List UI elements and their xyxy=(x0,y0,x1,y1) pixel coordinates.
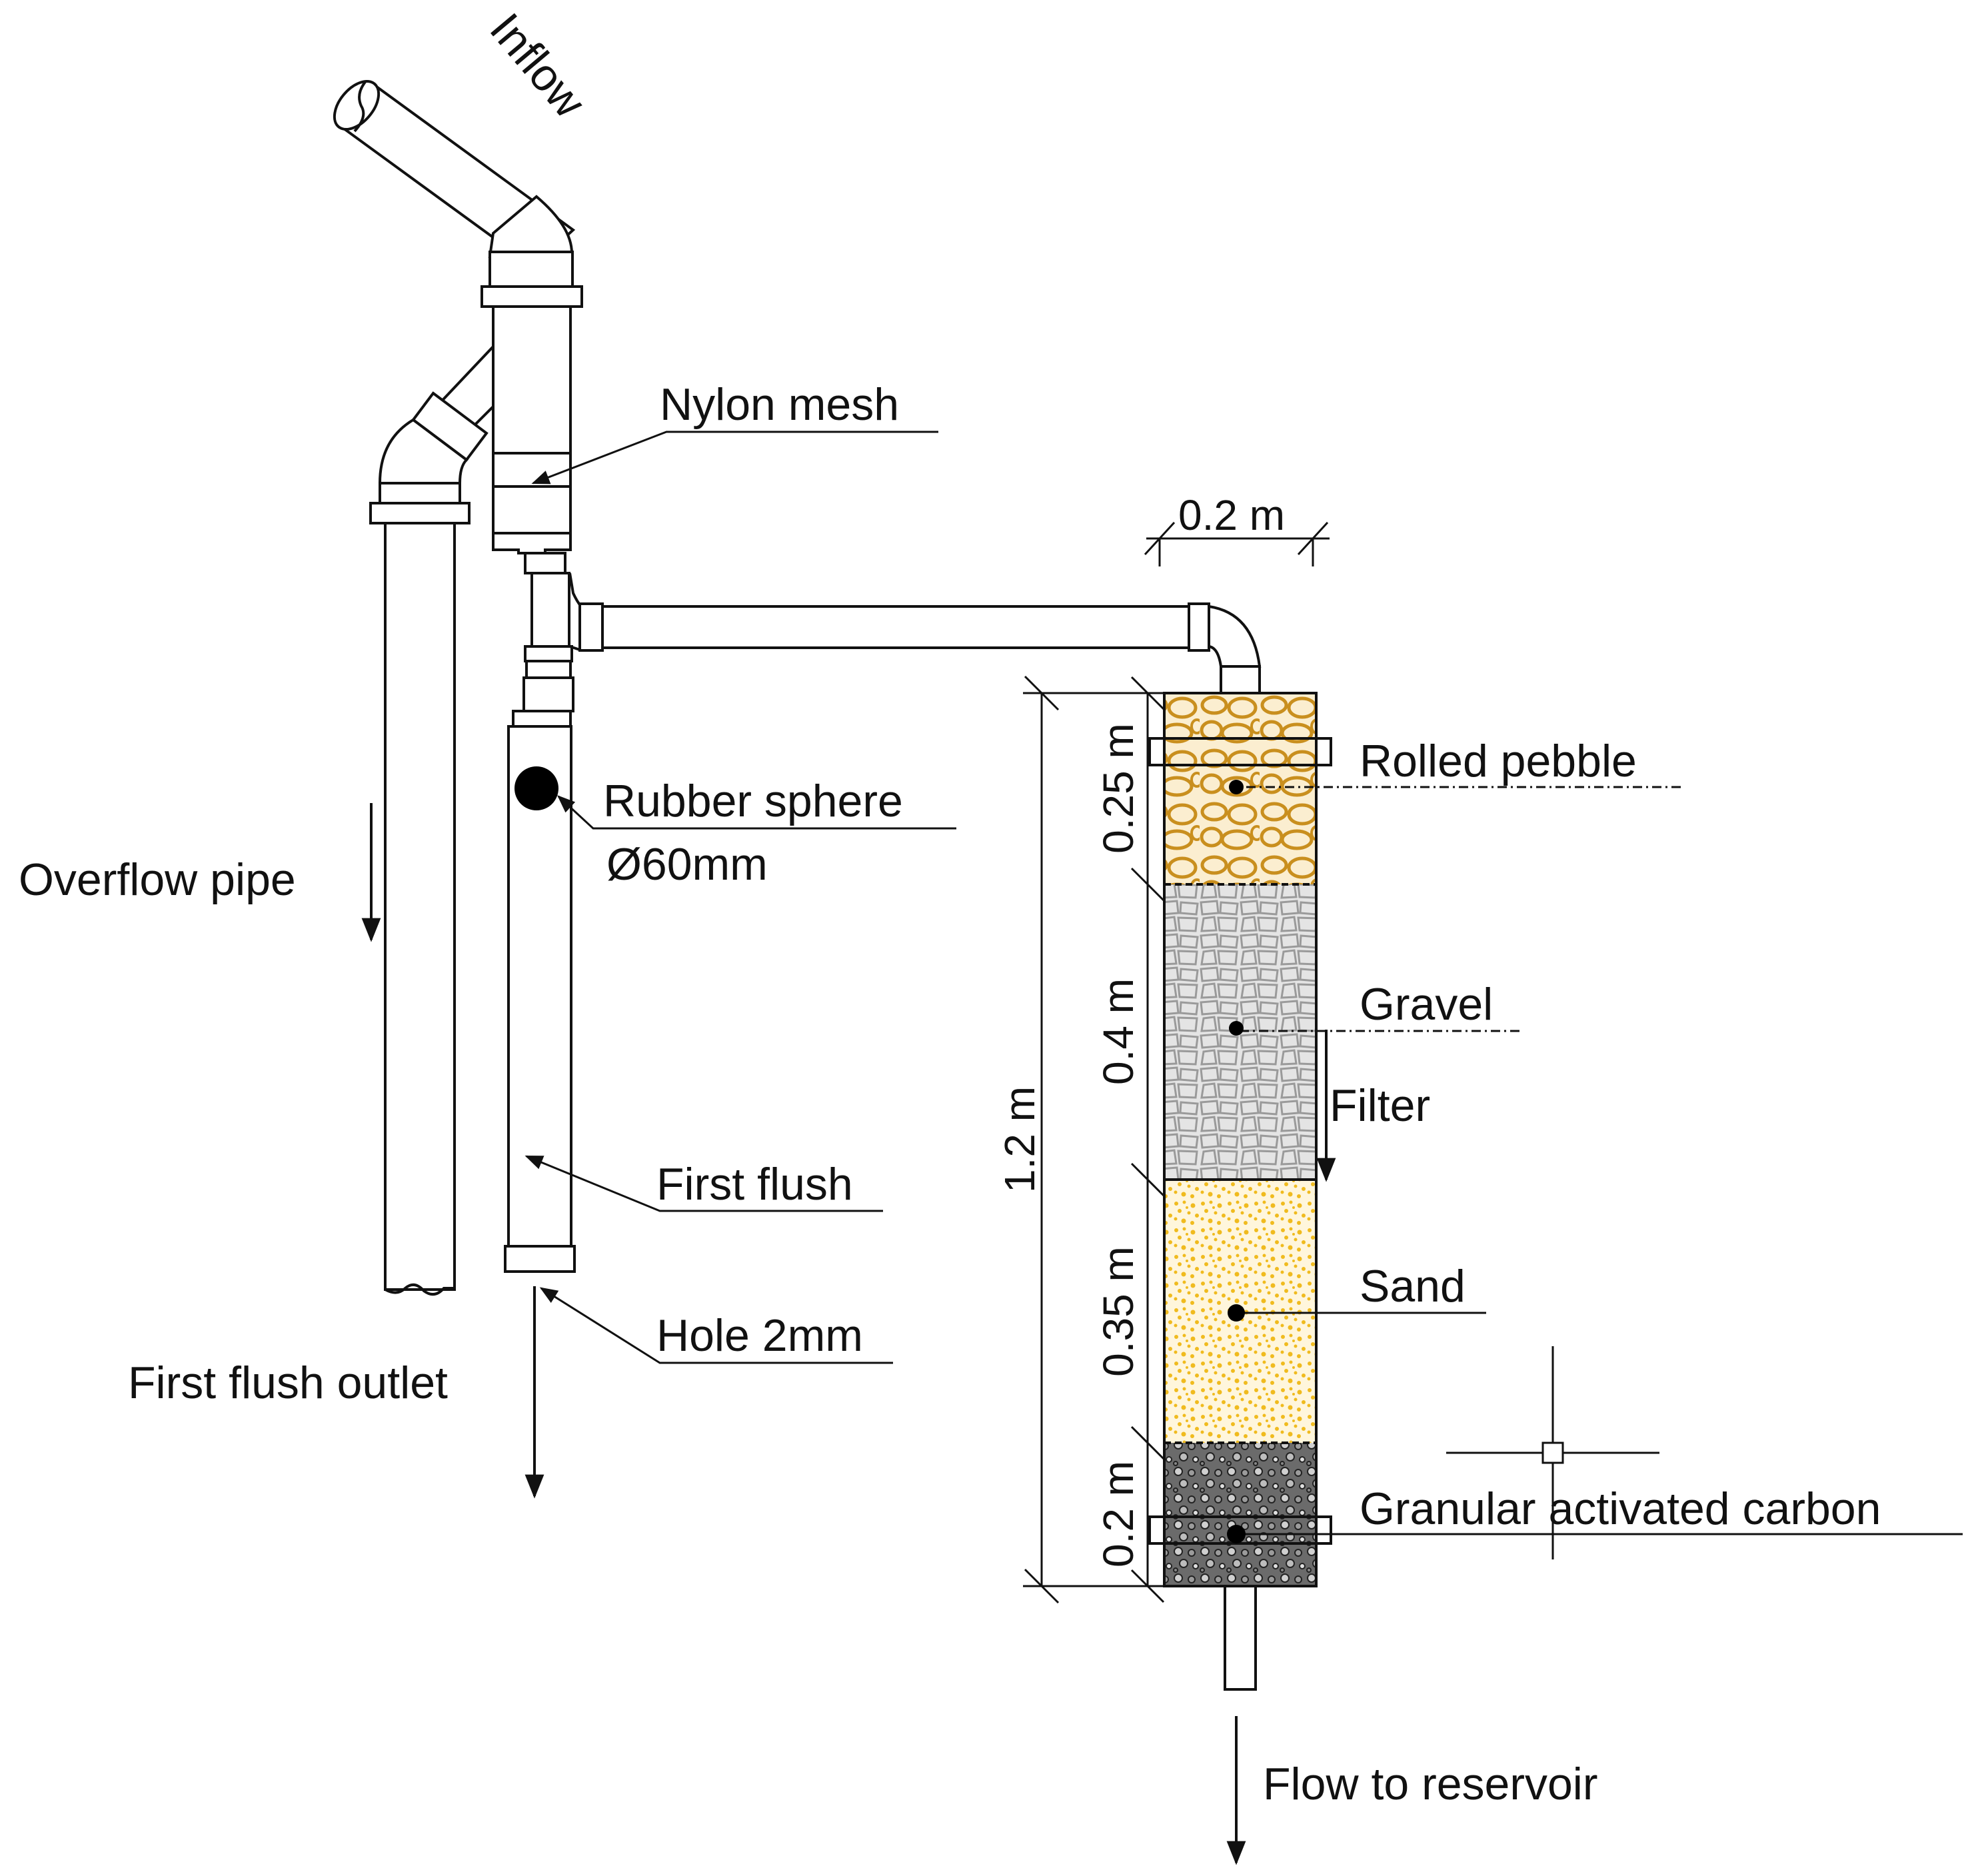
label-granular-activated-carbon: Granular activated carbon xyxy=(1360,1483,1881,1534)
label-overflow-pipe: Overflow pipe xyxy=(19,854,296,905)
dim-gravel-layer: 0.4 m xyxy=(1094,978,1142,1085)
tee-junction xyxy=(378,305,572,484)
dim-total-height: 1.2 m xyxy=(996,1086,1044,1193)
label-sand: Sand xyxy=(1360,1261,1466,1312)
label-rolled-pebble: Rolled pebble xyxy=(1360,736,1637,786)
height-dimension xyxy=(1023,675,1164,1604)
dim-width: 0.2 m xyxy=(1178,491,1285,539)
first-flush-tee xyxy=(512,552,574,728)
label-filter: Filter xyxy=(1330,1080,1430,1131)
width-dimension xyxy=(1144,521,1330,566)
label-rubber-sphere: Rubber sphere xyxy=(603,776,903,826)
leaders xyxy=(524,431,1963,1543)
transfer-pipe xyxy=(568,572,1262,694)
label-gravel: Gravel xyxy=(1360,979,1493,1030)
label-first-flush-outlet: First flush outlet xyxy=(128,1358,448,1408)
label-hole: Hole 2mm xyxy=(656,1310,863,1361)
layer-dimensions xyxy=(1130,676,1165,1603)
crosshair-marker xyxy=(1446,1346,1659,1559)
dim-sand-layer: 0.35 m xyxy=(1094,1246,1142,1377)
label-nylon-mesh: Nylon mesh xyxy=(660,379,899,430)
filter-column xyxy=(1148,692,1332,1691)
dim-pebble-layer: 0.25 m xyxy=(1094,723,1142,854)
label-inflow: Inflow xyxy=(481,4,596,128)
rubber-sphere xyxy=(514,766,558,810)
dim-carbon-layer: 0.2 m xyxy=(1094,1461,1142,1567)
nylon-mesh-housing xyxy=(492,452,572,554)
label-sphere-diameter: Ø60mm xyxy=(606,839,768,890)
overflow-pipe xyxy=(369,482,471,1296)
label-first-flush: First flush xyxy=(656,1159,853,1210)
inflow-elbow xyxy=(481,195,583,308)
label-flow-to-reservoir: Flow to reservoir xyxy=(1263,1759,1598,1809)
layer-carbon xyxy=(1164,1443,1316,1586)
